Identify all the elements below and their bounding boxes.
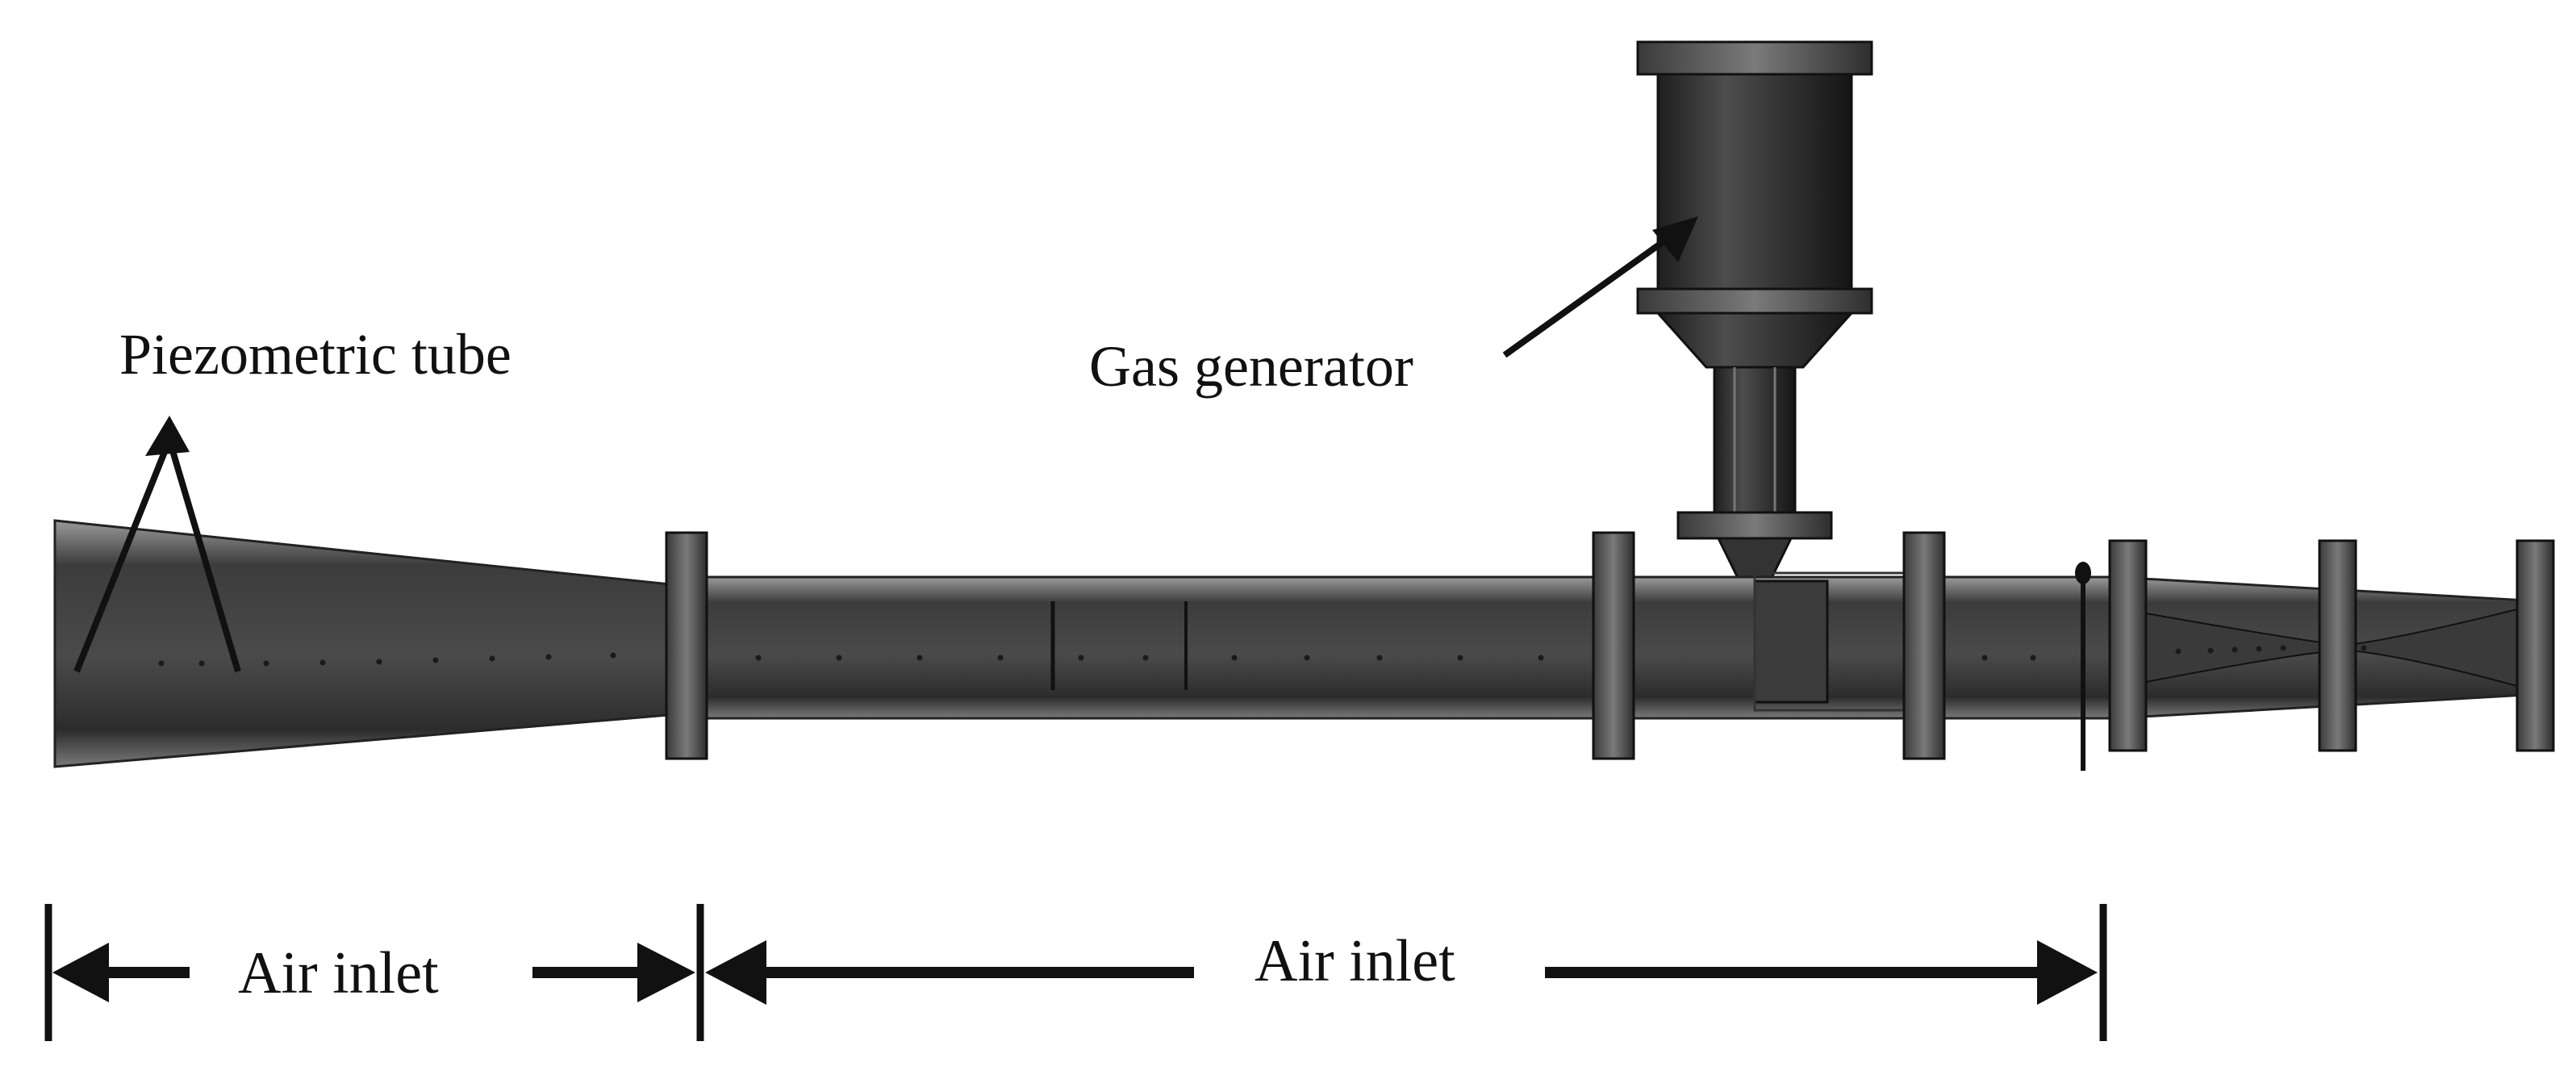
flange-4 bbox=[2108, 539, 2148, 752]
gas-generator-top-flange bbox=[1636, 40, 1873, 76]
converging-inlet-section bbox=[53, 519, 679, 768]
gas-generator-label: Gas generator bbox=[1089, 334, 1413, 399]
dim-right-arrow-start bbox=[705, 940, 766, 1005]
gas-generator-pointer bbox=[1502, 231, 1676, 358]
duct-flanges bbox=[665, 531, 2555, 760]
annotations bbox=[73, 216, 1698, 673]
gas-generator-arrowhead bbox=[1652, 216, 1698, 262]
piezometric-arrowhead bbox=[145, 416, 190, 456]
main-duct bbox=[53, 519, 2555, 771]
gas-generator-lower-flange bbox=[1636, 287, 1873, 315]
gas-generator-chamber bbox=[1656, 73, 1853, 300]
flange-1 bbox=[665, 531, 708, 760]
gas-generator-cone bbox=[1655, 312, 1855, 369]
mixing-chamber bbox=[1753, 579, 1829, 704]
dim-left-arrow-end bbox=[637, 943, 695, 1002]
dimension-lines bbox=[44, 904, 2107, 1041]
gas-generator-nozzle-flange bbox=[1676, 511, 1833, 540]
gas-generator-neck bbox=[1713, 366, 1797, 518]
dim-right-arrow-end bbox=[2037, 940, 2098, 1005]
gas-generator bbox=[1636, 40, 1873, 581]
flange-5 bbox=[2318, 539, 2357, 752]
piezometric-pointer-left bbox=[73, 438, 173, 673]
flange-3 bbox=[1902, 531, 1946, 760]
dim-left-arrow-start bbox=[52, 943, 109, 1002]
air-inlet-right-label: Air inlet bbox=[1255, 928, 1455, 994]
air-inlet-left-label: Air inlet bbox=[238, 940, 439, 1006]
piezometric-tube-label: Piezometric tube bbox=[119, 322, 511, 387]
flange-6 bbox=[2515, 539, 2555, 752]
piezometric-pointer-right bbox=[166, 438, 241, 673]
flange-2 bbox=[1592, 531, 1635, 760]
straight-duct-section bbox=[676, 575, 2115, 720]
